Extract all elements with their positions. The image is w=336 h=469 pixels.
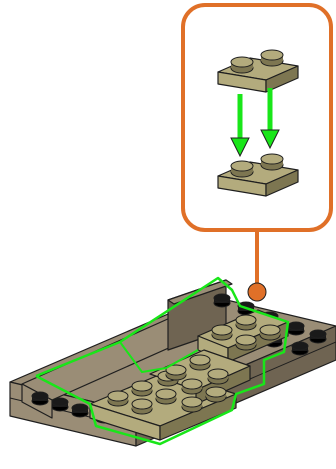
stud <box>291 341 309 356</box>
new-parts <box>89 309 289 441</box>
stud <box>287 321 305 336</box>
stud <box>260 153 284 171</box>
stud <box>260 49 284 67</box>
stud <box>235 334 257 351</box>
stud <box>309 329 327 344</box>
down-arrow <box>260 88 280 150</box>
stud <box>181 396 203 413</box>
new-parts-highlight-outline <box>35 276 290 446</box>
stud <box>181 378 203 395</box>
stud <box>71 403 89 418</box>
stud <box>131 380 153 397</box>
stud <box>31 391 49 406</box>
stud <box>259 324 281 341</box>
down-arrow <box>230 94 250 158</box>
stud <box>230 56 254 74</box>
moving-plate-1x2 <box>217 49 299 93</box>
new-parts-highlight-inner <box>119 341 199 374</box>
stud <box>211 324 233 341</box>
callout-box <box>181 3 333 232</box>
stud <box>235 314 257 331</box>
callout-pointer-dot <box>247 282 267 302</box>
stud <box>155 388 177 405</box>
stud <box>165 364 187 381</box>
stud <box>107 390 129 407</box>
callout-panel <box>181 3 333 302</box>
stud <box>189 354 211 371</box>
stud <box>213 293 231 308</box>
new-plate-studs <box>107 314 281 415</box>
stud <box>205 386 227 403</box>
target-plate-1x2 <box>217 153 299 197</box>
stud <box>51 397 69 412</box>
main-model <box>9 276 336 447</box>
stud <box>131 398 153 415</box>
stud <box>207 368 229 385</box>
placement-arrows <box>230 88 280 158</box>
stud <box>230 160 254 178</box>
slope-brick <box>21 279 233 419</box>
